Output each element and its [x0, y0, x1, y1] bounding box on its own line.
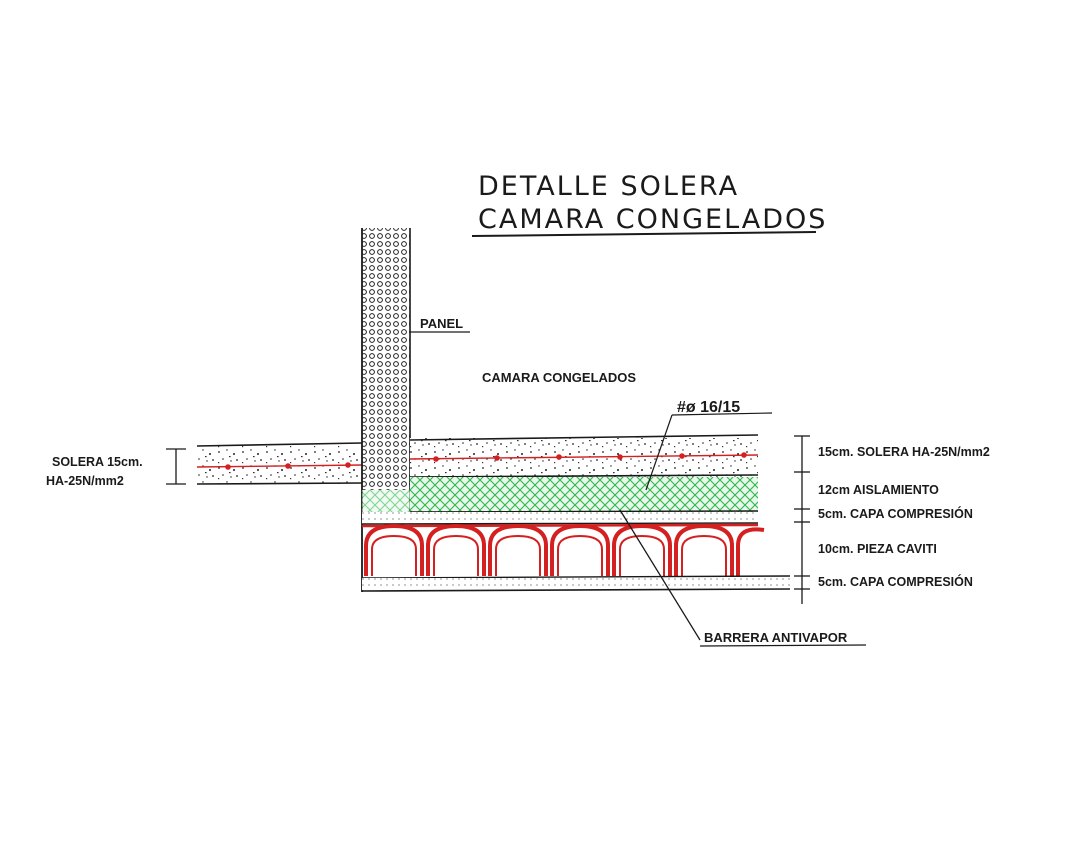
- cavity-top-line: [361, 523, 759, 528]
- cavity-arch-inner: [371, 534, 417, 576]
- layer-1-thickness: 15cm.: [818, 445, 853, 459]
- left-solera-label-1: SOLERA 15cm.: [52, 455, 143, 469]
- layer-3-name: CAPA COMPRESIÓN: [850, 506, 973, 521]
- layer-2-name: AISLAMIENTO: [853, 483, 939, 497]
- layer-4-thickness: 10cm.: [818, 542, 853, 556]
- rebar-label: #ø 16/15: [677, 399, 740, 416]
- cavity-arch: [612, 523, 672, 576]
- svg-text:5cm. CAPA COMPRESIÓN: 5cm. CAPA COMPRESIÓN: [818, 574, 973, 589]
- barrier-underline: [699, 644, 867, 647]
- outer-slab: [196, 442, 363, 485]
- panel-wall: [361, 228, 411, 592]
- cavity-arch-inner: [619, 534, 665, 576]
- layer-label-1: 15cm. SOLERA HA-25N/mm2: [818, 445, 990, 459]
- rebar-leader: [645, 414, 673, 491]
- cavity-pieces: [361, 523, 765, 576]
- left-dimension: [166, 448, 186, 485]
- layer-label-3: 5cm. CAPA COMPRESIÓN: [818, 506, 973, 521]
- layer-1-name: SOLERA HA-25N/mm2: [857, 445, 990, 459]
- layer-label-2: 12cm AISLAMIENTO: [818, 483, 939, 497]
- right-dimension: [794, 435, 810, 604]
- cavity-arch-inner: [433, 534, 479, 576]
- cavity-arch: [426, 523, 486, 576]
- insulation-layer: [409, 477, 759, 513]
- barrier-leader: [619, 509, 701, 641]
- layer-label-4: 10cm. PIEZA CAVITI: [818, 542, 937, 556]
- cavity-arch: [488, 523, 548, 576]
- layer-4-name: PIEZA CAVITI: [857, 542, 937, 556]
- cavity-arch-inner: [557, 534, 603, 576]
- title-underline: [471, 231, 817, 237]
- svg-text:5cm. CAPA COMPRESIÓN: 5cm. CAPA COMPRESIÓN: [818, 506, 973, 521]
- left-solera-label-2: HA-25N/mm2: [46, 474, 124, 488]
- svg-text:15cm. SOLERA HA-25N/mm2: 15cm. SOLERA HA-25N/mm2: [818, 445, 990, 459]
- cavity-arch: [550, 523, 610, 576]
- inner-slab: [409, 434, 759, 478]
- rebar-leader-top: [671, 412, 773, 416]
- compression-layer-bottom: [361, 575, 791, 592]
- cavity-arch: [364, 523, 424, 576]
- layer-2-thickness: 12cm: [818, 483, 850, 497]
- cavity-arch-inner: [495, 534, 541, 576]
- compression-layer-top: [361, 512, 759, 525]
- layer-5-name: CAPA COMPRESIÓN: [850, 574, 973, 589]
- cavity-arch-inner: [681, 534, 727, 576]
- layer-5-thickness: 5cm.: [818, 575, 847, 589]
- panel-label: PANEL: [420, 316, 463, 331]
- title-line-1: DETALLE SOLERA: [478, 171, 739, 202]
- cavity-arch: [736, 527, 765, 576]
- layer-3-thickness: 5cm.: [818, 507, 847, 521]
- svg-text:10cm. PIEZA CAVITI: 10cm. PIEZA CAVITI: [818, 542, 937, 556]
- cavity-arch: [674, 523, 734, 576]
- svg-text:12cm AISLAMIENTO: 12cm AISLAMIENTO: [818, 483, 939, 497]
- layer-label-5: 5cm. CAPA COMPRESIÓN: [818, 574, 973, 589]
- title-line-2: CAMARA CONGELADOS: [478, 204, 827, 235]
- room-label: CAMARA CONGELADOS: [482, 370, 636, 385]
- barrier-label: BARRERA ANTIVAPOR: [704, 630, 848, 645]
